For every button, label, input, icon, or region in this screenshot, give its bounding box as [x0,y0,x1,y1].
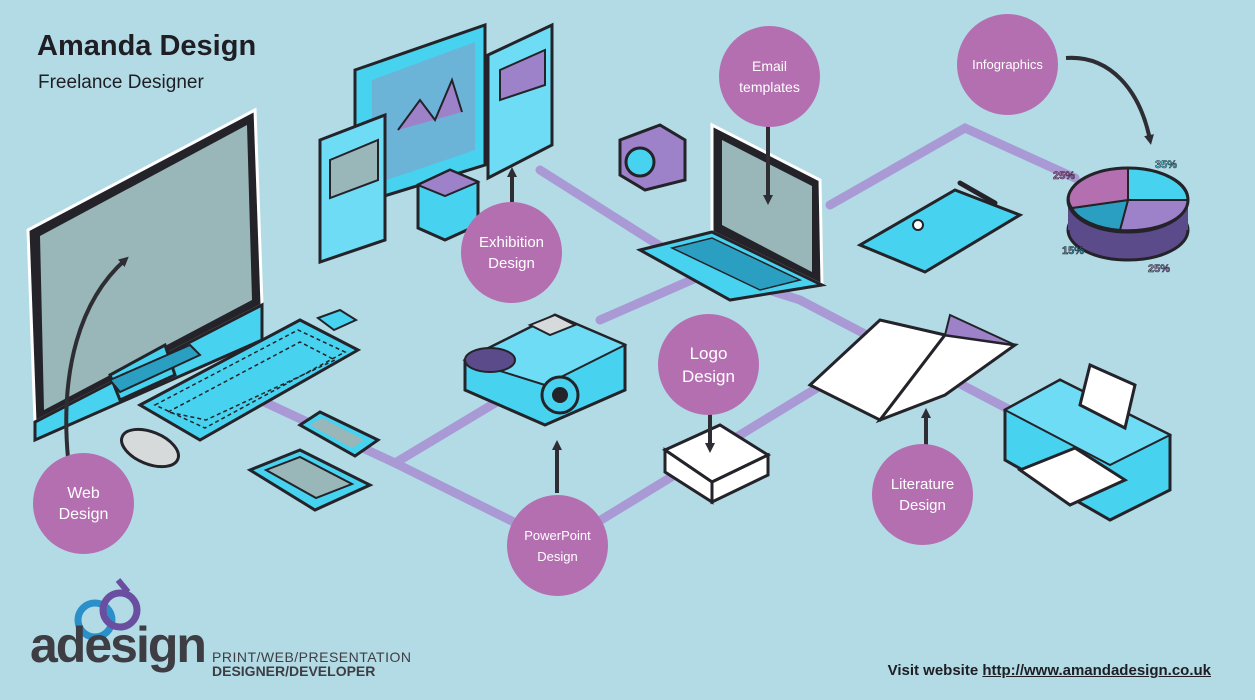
bubble-exhibition-line1: Exhibition [478,233,545,251]
pie-label-25-top: 25% [1053,170,1075,182]
keyboard-illustration [136,318,362,442]
bubble-literature-line2: Design [899,496,946,514]
bubble-powerpoint-line2: Design [537,548,578,564]
adesign-logo-mark [74,578,141,641]
pie-label-25-bottom: 25% [1148,263,1170,275]
pie-label-15: 15% [1062,245,1084,257]
footer-prefix: Visit website [887,662,983,679]
business-cards-illustration [661,423,772,505]
laptop-illustration [635,122,827,302]
open-book-illustration [807,313,1019,424]
bubble-powerpoint-line1: PowerPoint [524,527,591,543]
exhibition-stand-illustration [318,22,554,265]
bubble-logo-line1: Logo [689,343,728,363]
page-subtitle: Freelance Designer [38,72,204,93]
bubble-email-templates: Email templates [719,26,820,127]
phone-illustration [297,410,381,458]
mouse-illustration [120,427,180,469]
bubble-infographics: Infographics [957,14,1058,115]
bubble-literature-line1: Literature [890,475,955,493]
pie-label-35: 35% [1155,159,1177,171]
arrow-infographics [1065,55,1154,145]
usb-stick-illustration [315,308,359,332]
printer-illustration [1002,362,1173,522]
bubble-exhibition-line2: Design [488,254,535,272]
camera-illustration [618,123,687,192]
bubble-email-line1: Email [751,57,787,74]
page-title: Amanda Design [37,30,257,62]
bubble-web-line2: Design [58,505,109,523]
website-link[interactable]: http://www.amandadesign.co.uk [982,662,1211,679]
arrow-web [64,256,129,459]
bubble-web-line1: Web [67,484,100,502]
tablet-illustration [246,448,374,512]
bubble-email-line2: templates [739,78,800,95]
arrows [64,55,1154,493]
logo-tagline-1: PRINT/WEB/PRESENTATION [212,649,412,665]
logo-wordmark: adesign [30,617,207,673]
footer: Visit website http://www.amandadesign.co… [888,662,1211,679]
pie-chart-illustration [1066,166,1190,262]
imac-monitor-illustration [26,107,264,443]
notepad-illustration [856,180,1024,274]
bubble-infographics-line1: Infographics [972,57,1043,72]
projector-illustration [462,313,628,427]
logo-tagline-2: DESIGNER/DEVELOPER [212,663,376,679]
bubble-logo-line2: Design [682,366,735,386]
